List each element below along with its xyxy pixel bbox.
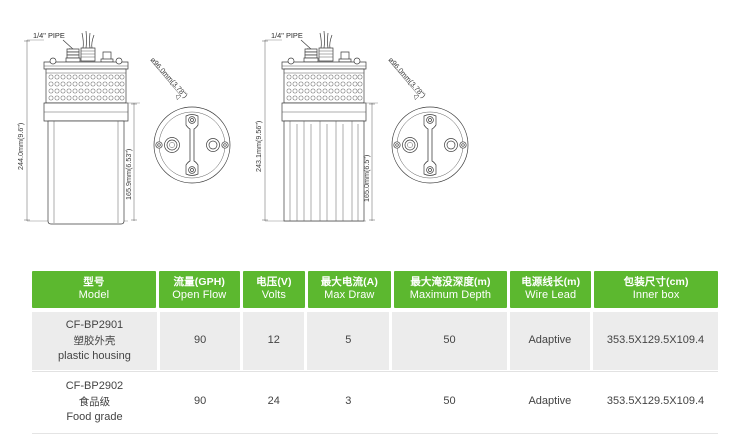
left-pump-height-label: 244.0mm(9.6") [16,123,25,170]
right-pump-body [283,120,365,222]
cell-model-cn: 食品级 [78,395,111,408]
column-header-max-draw: 最大电流(A) Max Draw [307,271,391,309]
right-pump-end-view: ø96.0mm(3.78") [387,55,469,184]
row-separator [32,371,718,373]
left-pump-top-cap [43,57,129,70]
column-header-inner-box: 包装尺寸(cm) Inner box [594,271,718,309]
right-pump-pipe-label: 1/4" PIPE [271,31,303,40]
right-pump-collar [281,102,367,122]
column-header-max-draw-en: Max Draw [324,288,375,301]
column-header-inner-box-cn: 包装尺寸(cm) [623,276,689,288]
right-pump-body-label: 165.0mm(6.5") [362,155,371,202]
column-header-maximum-depth: 最大淹没深度(m) Maximum Depth [393,271,508,309]
right-pump-drawing: 243.1mm(9.56") 1/4" PIPE [254,30,378,222]
cell-wire-lead: Adaptive [509,373,591,432]
drawings-svg: 244.0mm(9.6") 1/4" PIPE [16,30,469,225]
left-pump-end-view: ø96.0mm(3.78") [149,55,231,184]
cell-model: CF-BP2901 塑胶外壳 plastic housing [32,312,157,371]
left-pump-intake-screen [45,68,127,104]
left-pump-diameter-dimension: ø96.0mm(3.78") [149,55,190,101]
column-header-volts-en: Volts [261,288,287,301]
right-pump-diameter-label: ø96.0mm(3.78") [387,55,428,99]
cell-model-en: Food grade [66,410,123,423]
left-pump-pipe-label: 1/4" PIPE [33,31,65,40]
cell-volts: 24 [243,373,305,432]
cell-model-cn: 塑胶外壳 [73,334,116,347]
right-pump-height-label: 243.1mm(9.56") [254,121,263,172]
column-header-open-flow-cn: 流量(GPH) [173,276,225,288]
left-pump-body-label: 165.9mm(6.53") [124,149,133,200]
right-pump-top-cap [281,57,367,70]
table-header-row: 型号 Model 流量(GPH) Open Flow 电压(V) Volts 最… [32,271,718,309]
cell-volts: 12 [243,312,305,371]
column-header-model: 型号 Model [32,271,156,309]
column-header-model-en: Model [78,288,110,301]
cell-inner-box: 353.5X129.5X109.4 [593,373,718,432]
left-pump-diameter-label: ø96.0mm(3.78") [149,55,190,99]
column-header-maximum-depth-en: Maximum Depth [409,288,492,301]
cell-max-draw: 3 [307,373,390,432]
right-pump-body-height-dimension: 165.0mm(6.5") [362,102,378,221]
column-header-open-flow-en: Open Flow [172,288,227,301]
cell-model-code: CF-BP2901 [65,318,124,331]
table-row: CF-BP2902 食品级 Food grade 90 24 3 50 Adap… [32,373,718,432]
cell-model-en: plastic housing [58,349,131,362]
left-pump-body-height-dimension: 165.9mm(6.53") [124,102,140,221]
column-header-volts-cn: 电压(V) [256,276,292,288]
column-header-inner-box-en: Inner box [632,288,680,301]
technical-drawings-panel: 244.0mm(9.6") 1/4" PIPE [16,30,469,225]
table-row: CF-BP2901 塑胶外壳 plastic housing 90 12 5 5… [32,312,718,371]
cell-maximum-depth: 50 [392,373,507,432]
right-pump-top-fittings [303,30,352,63]
column-header-volts: 电压(V) Volts [242,271,305,309]
left-pump-collar [43,102,129,122]
left-pump-body [47,120,125,225]
column-header-wire-lead: 电源线长(m) Wire Lead [510,271,592,309]
left-pump-top-fittings [65,30,114,63]
cell-open-flow: 90 [159,373,241,432]
table-bottom-border [32,433,718,435]
cell-inner-box: 353.5X129.5X109.4 [593,312,718,371]
column-header-wire-lead-en: Wire Lead [525,288,577,301]
right-pump-diameter-dimension: ø96.0mm(3.78") [387,55,428,101]
column-header-max-draw-cn: 最大电流(A) [320,276,378,288]
table-body: CF-BP2901 塑胶外壳 plastic housing 90 12 5 5… [32,312,718,435]
cell-model: CF-BP2902 食品级 Food grade [32,373,157,432]
specification-table: 型号 Model 流量(GPH) Open Flow 电压(V) Volts 最… [32,271,718,435]
cell-open-flow: 90 [159,312,241,371]
column-header-maximum-depth-cn: 最大淹没深度(m) [410,276,491,288]
left-pump-drawing: 244.0mm(9.6") 1/4" PIPE [16,30,140,225]
column-header-open-flow: 流量(GPH) Open Flow [158,271,240,309]
cell-max-draw: 5 [307,312,390,371]
cell-wire-lead: Adaptive [509,312,591,371]
cell-model-code: CF-BP2902 [65,379,124,392]
column-header-model-cn: 型号 [83,276,105,288]
cell-maximum-depth: 50 [392,312,507,371]
column-header-wire-lead-cn: 电源线长(m) [521,276,581,288]
right-pump-intake-screen [283,68,365,104]
